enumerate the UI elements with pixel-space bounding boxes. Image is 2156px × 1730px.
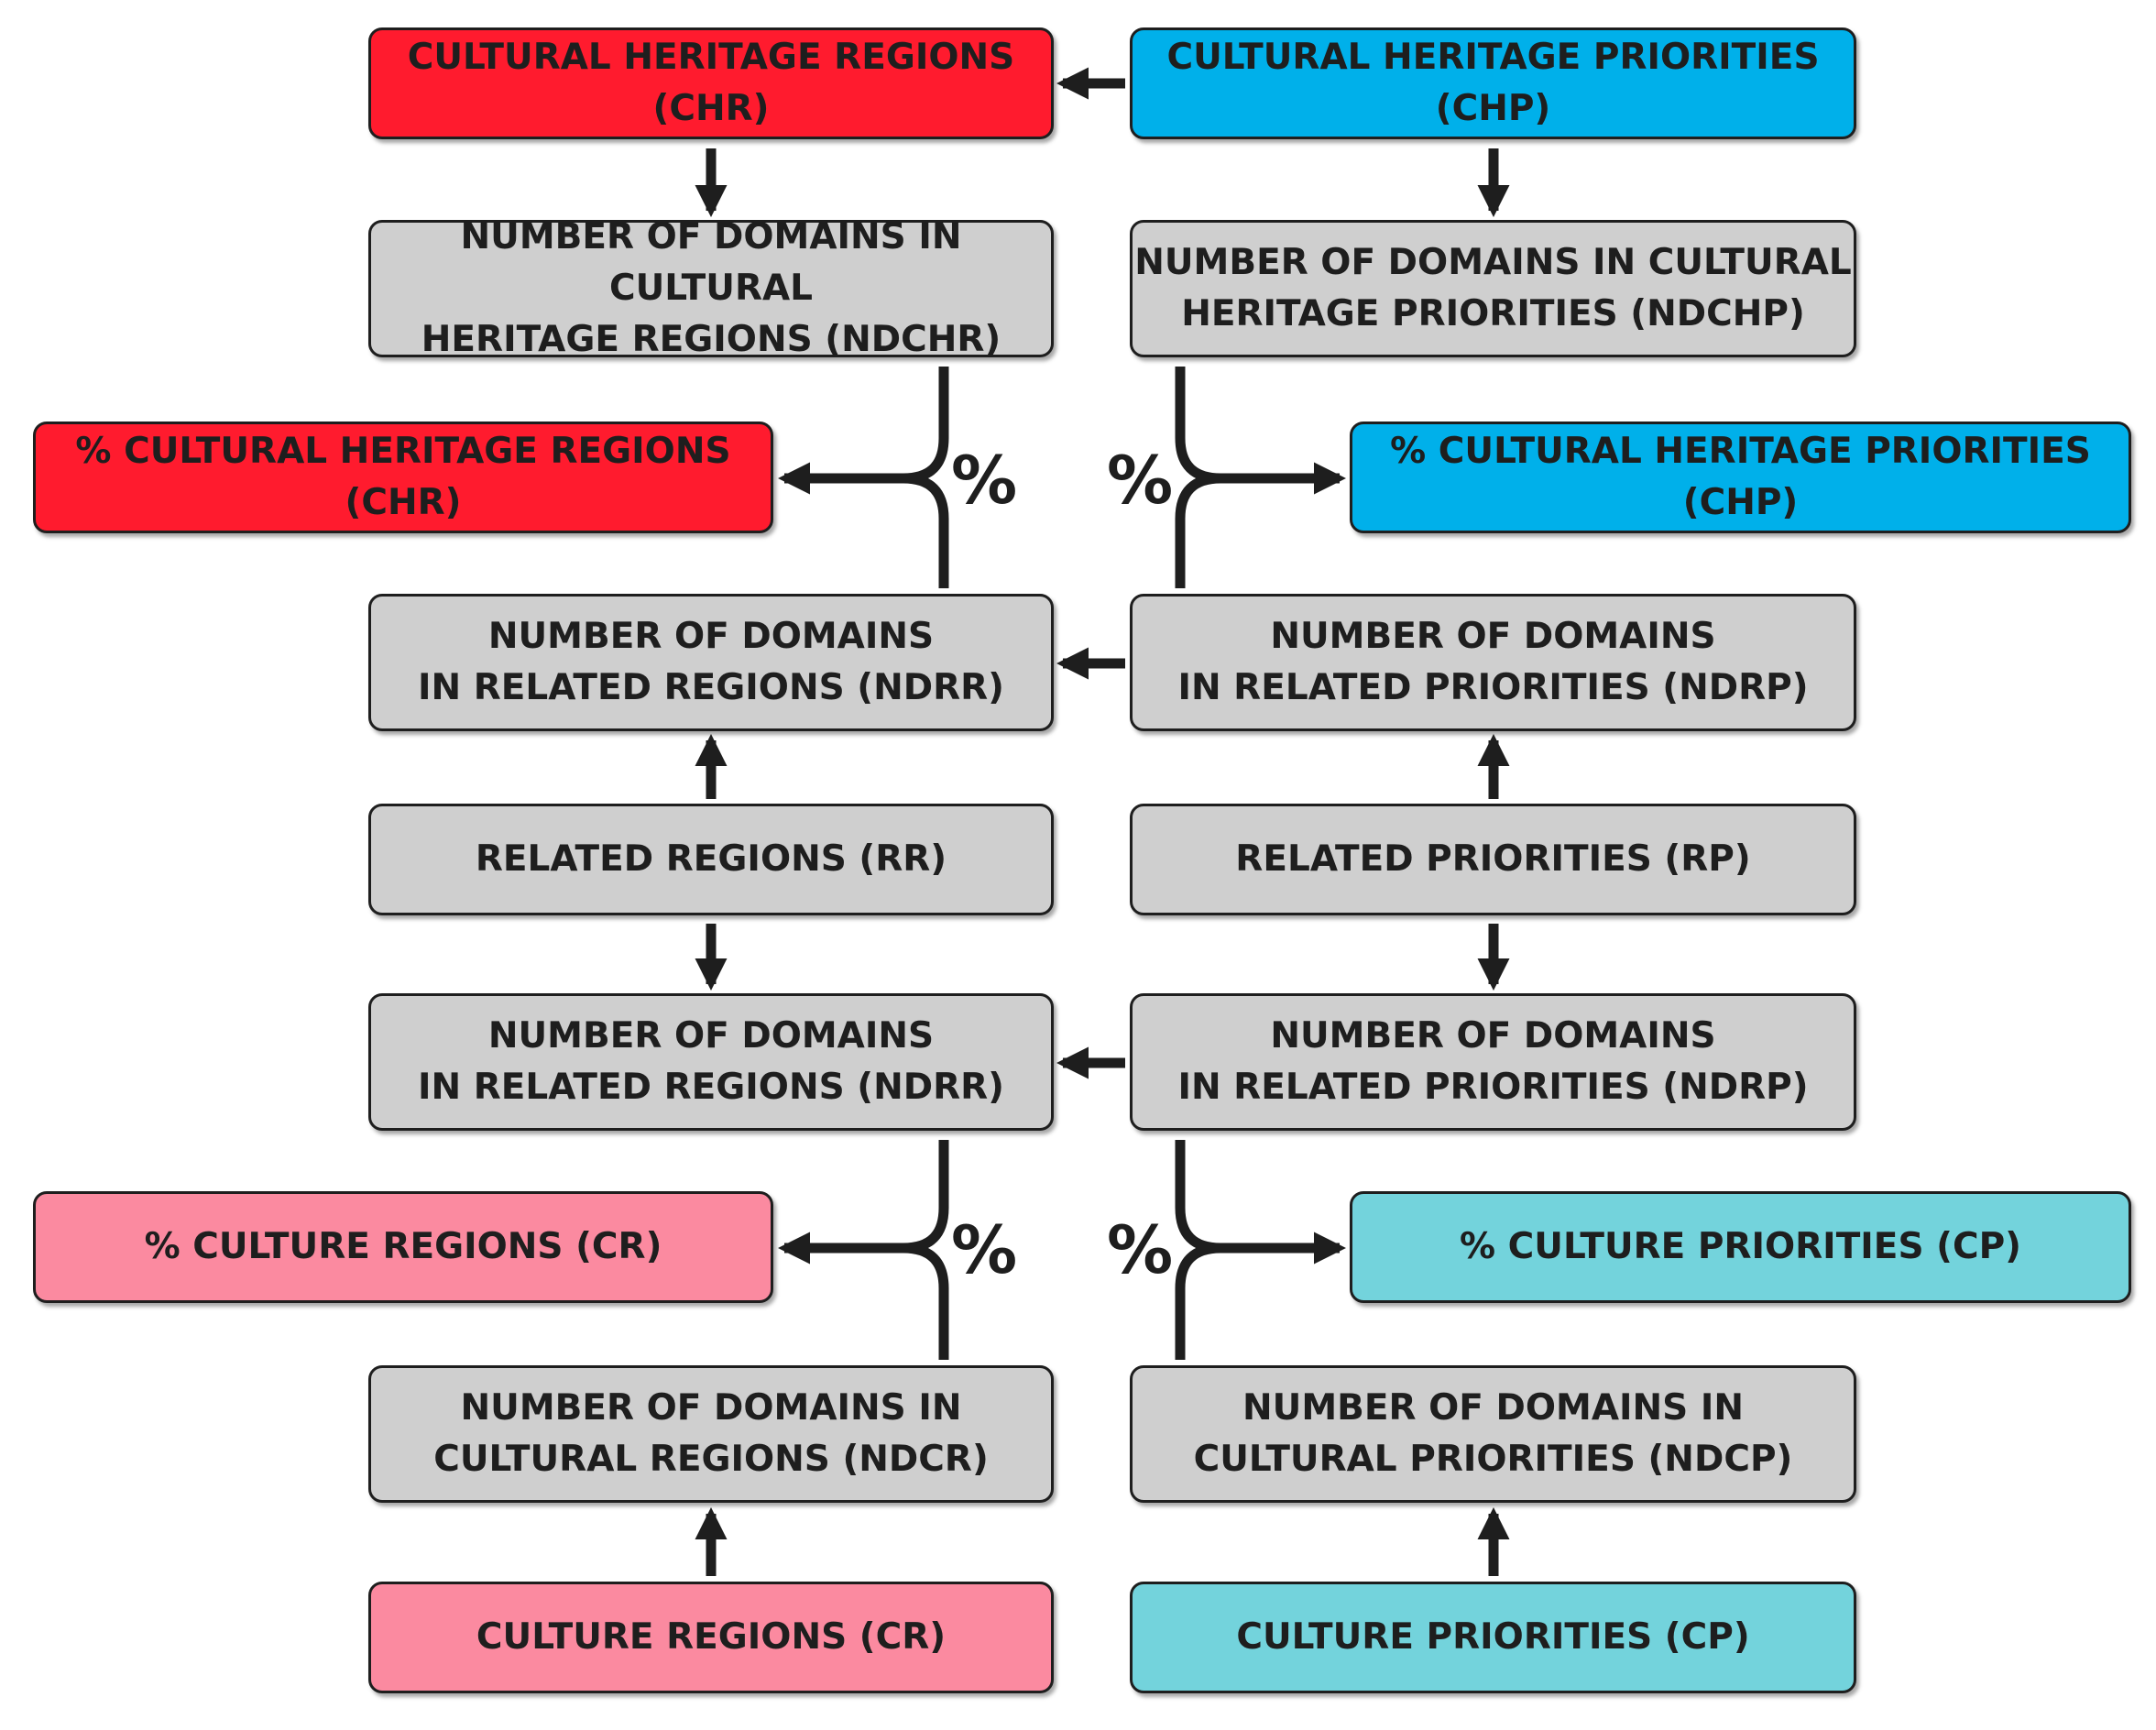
bracket-lower-left: [903, 1140, 949, 1360]
percent-label-lower-left: %: [951, 1211, 1018, 1288]
box-culture-regions: CULTURE REGIONS (CR): [368, 1582, 1054, 1693]
box-ndcp: NUMBER OF DOMAINS IN CULTURAL PRIORITIES…: [1130, 1365, 1856, 1503]
box-ndrr-lower: NUMBER OF DOMAINS IN RELATED REGIONS (ND…: [368, 993, 1054, 1131]
box-ndrr-upper: NUMBER OF DOMAINS IN RELATED REGIONS (ND…: [368, 594, 1054, 731]
bracket-upper-right: [1175, 367, 1221, 588]
percent-label-lower-right: %: [1107, 1211, 1174, 1288]
box-pct-cultural-heritage-regions: % CULTURAL HERITAGE REGIONS (CHR): [33, 422, 773, 533]
box-ndrp-lower: NUMBER OF DOMAINS IN RELATED PRIORITIES …: [1130, 993, 1856, 1131]
bracket-lower-right: [1175, 1140, 1221, 1360]
box-pct-culture-regions: % CULTURE REGIONS (CR): [33, 1191, 773, 1303]
box-cultural-heritage-regions: CULTURAL HERITAGE REGIONS (CHR): [368, 27, 1054, 139]
percent-label-upper-right: %: [1107, 442, 1174, 519]
box-related-priorities: RELATED PRIORITIES (RP): [1130, 804, 1856, 915]
box-ndrp-upper: NUMBER OF DOMAINS IN RELATED PRIORITIES …: [1130, 594, 1856, 731]
box-cultural-heritage-priorities: CULTURAL HERITAGE PRIORITIES (CHP): [1130, 27, 1856, 139]
box-pct-culture-priorities: % CULTURE PRIORITIES (CP): [1350, 1191, 2131, 1303]
percent-label-upper-left: %: [951, 442, 1018, 519]
box-ndchr: NUMBER OF DOMAINS IN CULTURAL HERITAGE R…: [368, 216, 1054, 360]
box-pct-cultural-heritage-priorities: % CULTURAL HERITAGE PRIORITIES (CHP): [1350, 422, 2131, 533]
box-ndcr: NUMBER OF DOMAINS IN CULTURAL REGIONS (N…: [368, 1365, 1054, 1503]
box-culture-priorities: CULTURE PRIORITIES (CP): [1130, 1582, 1856, 1693]
bracket-upper-left: [903, 367, 949, 588]
box-ndchp: NUMBER OF DOMAINS IN CULTURAL HERITAGE P…: [1130, 220, 1856, 357]
box-related-regions: RELATED REGIONS (RR): [368, 804, 1054, 915]
